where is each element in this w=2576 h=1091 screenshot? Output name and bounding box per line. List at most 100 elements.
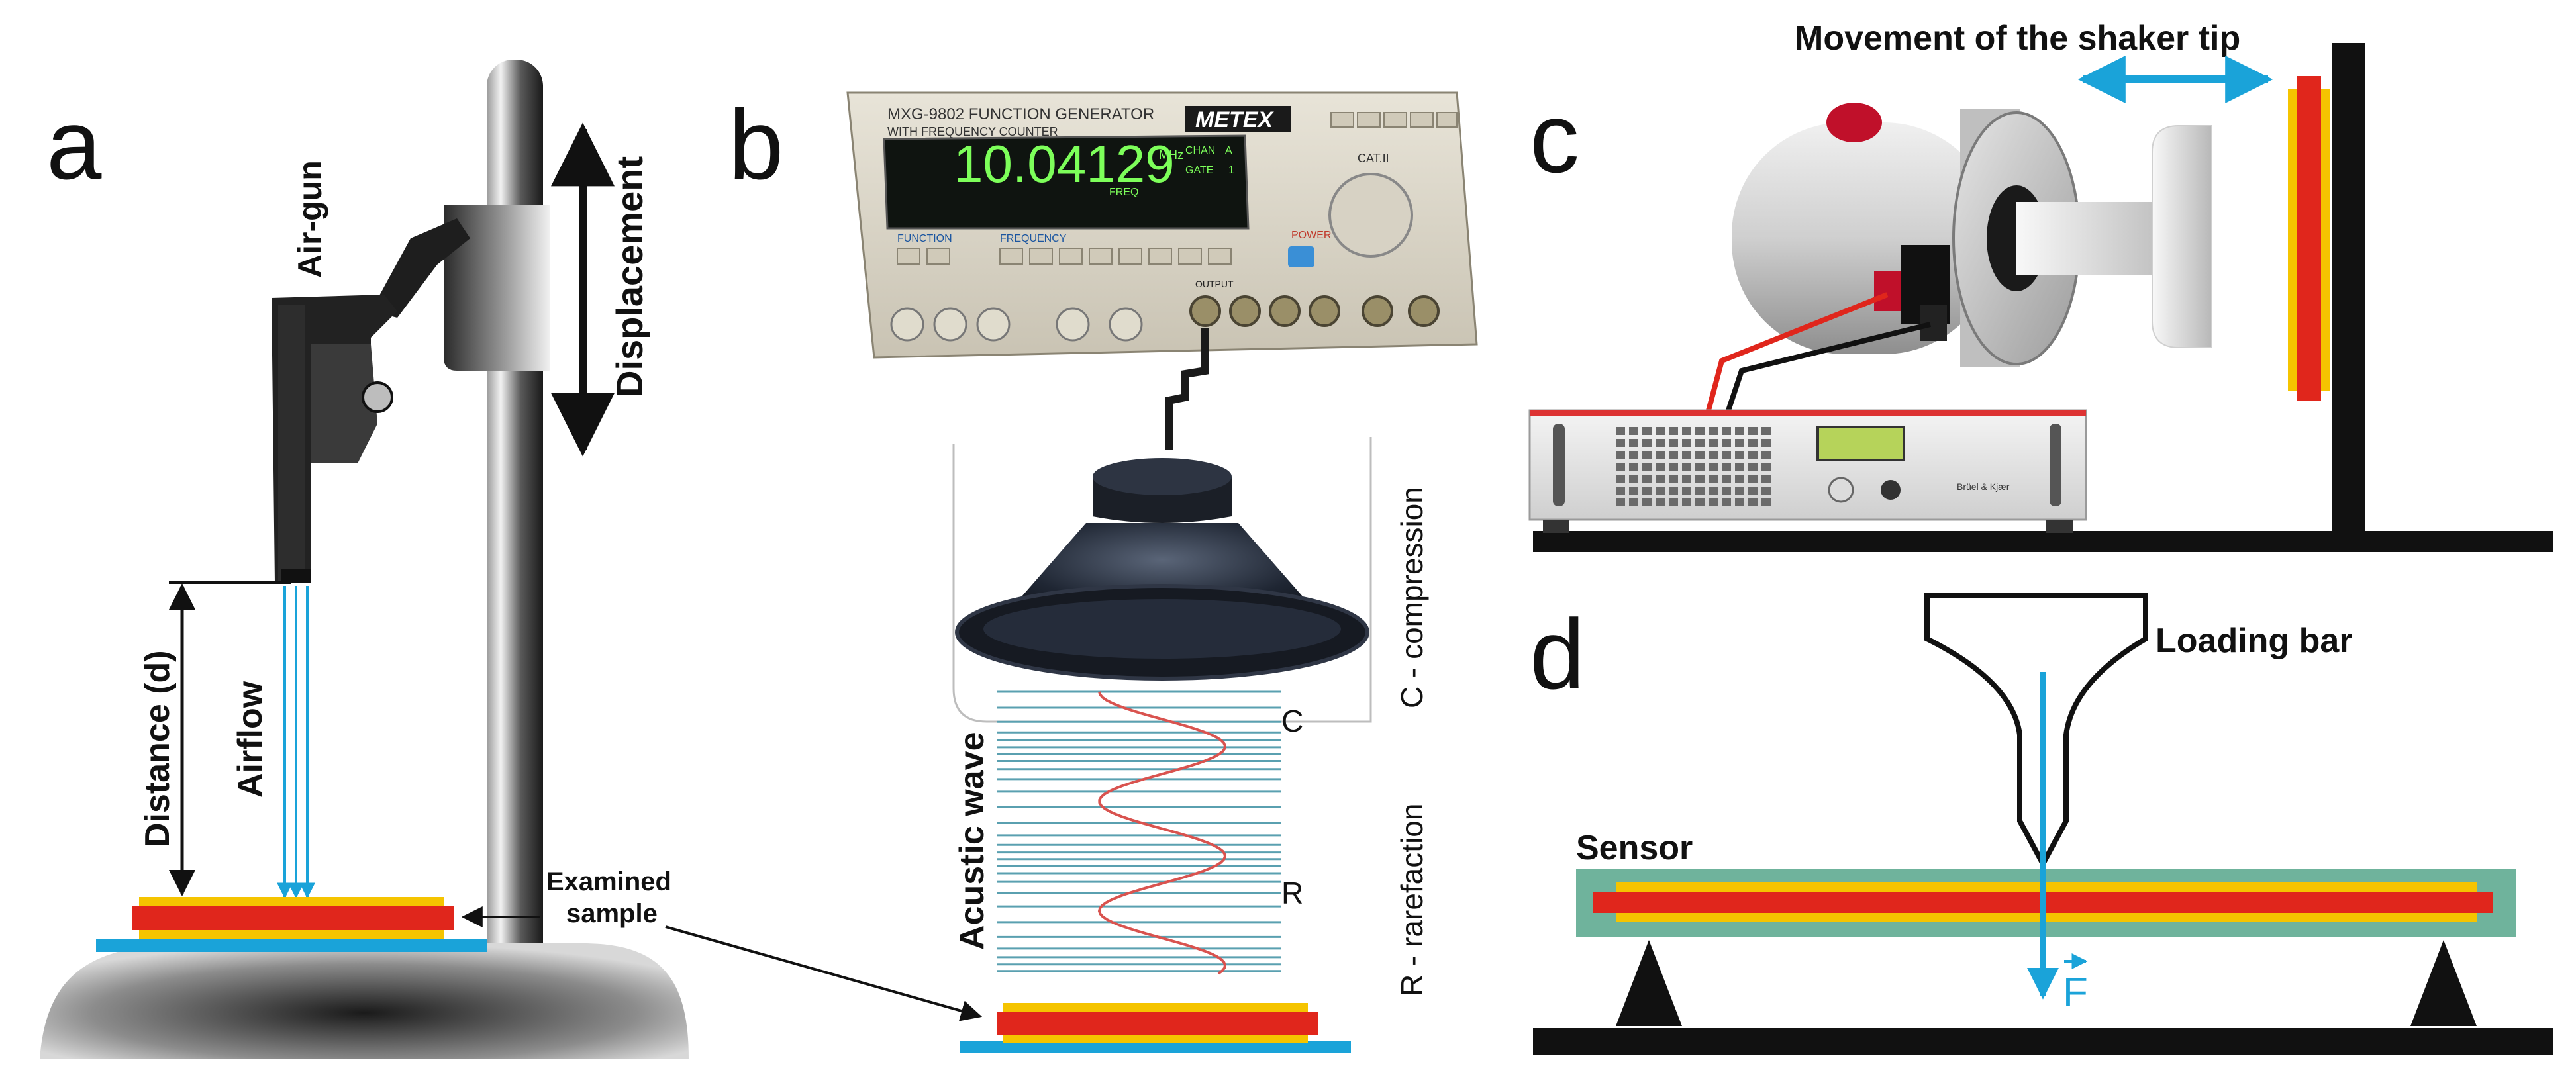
vent-slot — [1616, 487, 1625, 495]
force-label: F — [2063, 970, 2088, 1016]
vent-slot — [1669, 498, 1678, 506]
vent-slot — [1629, 475, 1638, 483]
vent-slot — [1722, 451, 1731, 459]
vent-slot — [1642, 498, 1652, 506]
ground-d — [1533, 1028, 2553, 1055]
vent-slot — [1642, 451, 1652, 459]
fg-display-value: 10.04129 — [954, 134, 1175, 193]
panel-b-letter: b — [728, 89, 783, 200]
sensor — [1576, 869, 2516, 937]
vent-slot — [1629, 427, 1638, 435]
vent-slot — [1629, 498, 1638, 506]
fg-function-label: FUNCTION — [897, 233, 952, 244]
vent-slot — [1722, 427, 1731, 435]
fg-gate-value: 1 — [1228, 165, 1234, 176]
panel-d-letter: d — [1530, 598, 1585, 710]
vent-slot — [1709, 475, 1718, 483]
shaker-tip-head — [2152, 125, 2212, 348]
shaker — [1732, 103, 2212, 367]
vent-slot — [1748, 427, 1758, 435]
airflow-label: Airflow — [231, 681, 270, 798]
fg-output-label: OUTPUT — [1195, 279, 1234, 289]
vent-slot — [1629, 451, 1638, 459]
vent-slot — [1695, 451, 1705, 459]
vent-slot — [1682, 439, 1691, 447]
vent-slot — [1682, 463, 1691, 471]
air-gun — [272, 218, 470, 583]
vent-slot — [1748, 487, 1758, 495]
vent-slot — [1709, 498, 1718, 506]
vent-slot — [1616, 451, 1625, 459]
fg-speaker-cable — [1165, 328, 1209, 450]
vent-slot — [1656, 487, 1665, 495]
sample-pointer-b — [665, 925, 983, 1021]
vent-slot — [1761, 439, 1771, 447]
speaker-bracket — [952, 437, 1372, 723]
fg-power-label: POWER — [1291, 230, 1331, 241]
sensor-label: Sensor — [1576, 829, 1693, 867]
vent-slot — [1656, 439, 1665, 447]
acoustic-wave-lines — [997, 690, 1281, 972]
vent-slot — [1629, 439, 1638, 447]
vent-slot — [1656, 498, 1665, 506]
ground-c — [1533, 531, 2553, 552]
fg-frequency-label: FREQUENCY — [1000, 233, 1067, 244]
vent-slot — [1735, 451, 1744, 459]
vent-slot — [1616, 498, 1625, 506]
fg-model: MXG-9802 FUNCTION GENERATOR — [887, 105, 1154, 123]
vent-slot — [1761, 475, 1771, 483]
vent-slot — [1629, 463, 1638, 471]
vent-slot — [1695, 439, 1705, 447]
vent-slot — [1709, 451, 1718, 459]
vent-slot — [1761, 498, 1771, 506]
vent-slot — [1709, 487, 1718, 495]
sample-b — [960, 1003, 1351, 1053]
stand-pole — [487, 60, 543, 973]
examined-sample-label-1: Examined — [546, 867, 671, 896]
vent-slot — [1722, 487, 1731, 495]
vent-slot — [1656, 427, 1665, 435]
displacement-label: Displacement — [609, 156, 650, 397]
support-right — [2410, 940, 2477, 1026]
examined-sample-label-2: sample — [566, 899, 658, 928]
fg-brand: METEX — [1195, 107, 1274, 132]
vent-slot — [1682, 427, 1691, 435]
vent-slot — [1642, 475, 1652, 483]
amplifier-brand: Brüel & Kjær — [1957, 481, 2010, 492]
panel-b: b MXG-9802 FUNCTION GENERATOR WITH FREQU… — [728, 89, 1478, 1053]
vent-slot — [1616, 439, 1625, 447]
vent-slot — [1682, 451, 1691, 459]
fg-main-knob — [1328, 173, 1413, 258]
vent-slot — [1735, 487, 1744, 495]
clamp-block — [444, 205, 550, 371]
distance-label: Distance (d) — [138, 650, 177, 847]
vent-slot — [1642, 463, 1652, 471]
vent-slot — [1656, 451, 1665, 459]
vent-slot — [1682, 498, 1691, 506]
panel-c: c Movement of the shaker tip — [1528, 19, 2553, 552]
amplifier: Brüel & Kjær — [1528, 409, 2087, 533]
panel-d: d Loading bar Sensor F — [1530, 593, 2553, 1055]
stand-base — [40, 943, 689, 1059]
vent-slot — [1682, 475, 1691, 483]
vent-slot — [1669, 427, 1678, 435]
vent-slot — [1748, 475, 1758, 483]
amplifier-vents — [1616, 427, 1771, 506]
vent-slot — [1761, 487, 1771, 495]
vent-slot — [1616, 427, 1625, 435]
acoustic-wave-label: Acustic wave — [953, 732, 991, 951]
vent-slot — [1709, 439, 1718, 447]
fg-chan-label: CHAN — [1185, 145, 1215, 156]
black-wire — [1726, 322, 1931, 412]
vent-slot — [1735, 475, 1744, 483]
vent-slot — [1709, 427, 1718, 435]
vent-slot — [1722, 439, 1731, 447]
fg-cat-label: CAT.II — [1358, 152, 1389, 165]
vent-slot — [1629, 487, 1638, 495]
vent-slot — [1616, 463, 1625, 471]
rarefaction-label: R - rarefaction — [1395, 804, 1429, 996]
fg-display-unit: MHz — [1159, 148, 1183, 162]
vent-slot — [1695, 475, 1705, 483]
vent-slot — [1669, 463, 1678, 471]
